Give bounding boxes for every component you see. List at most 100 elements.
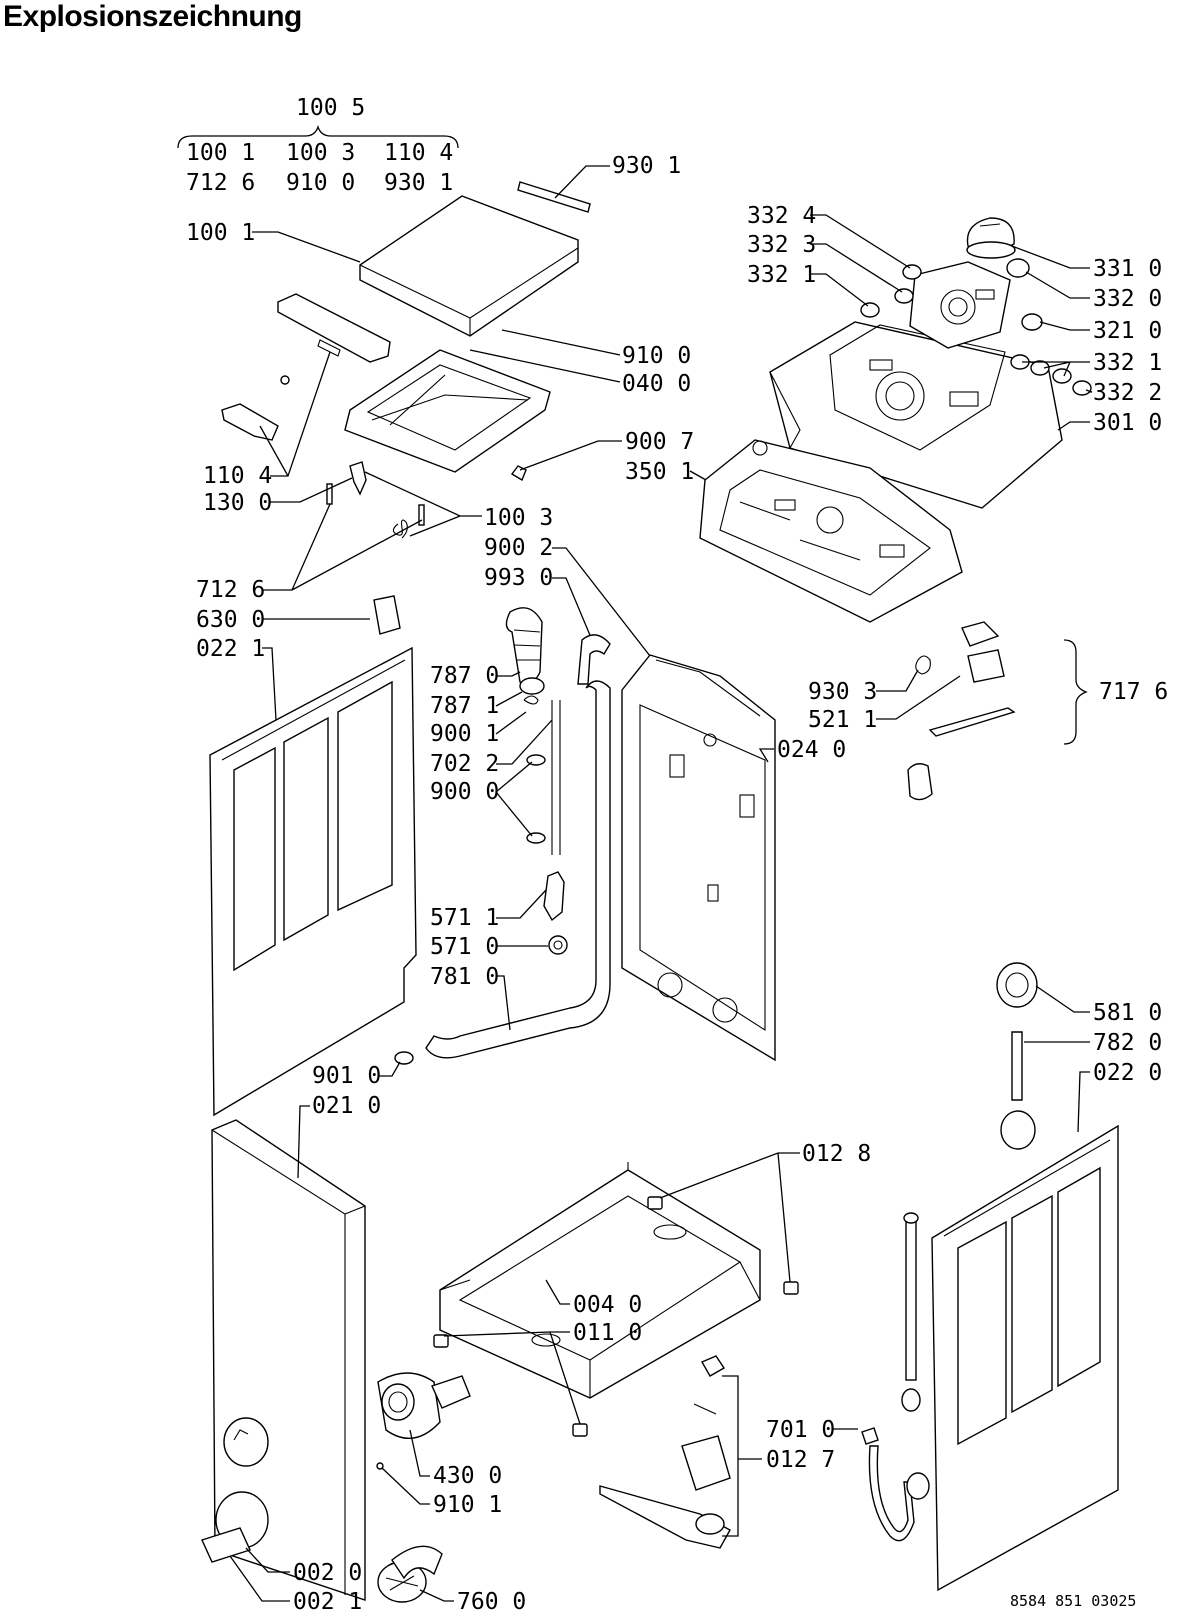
leader-930-3 bbox=[876, 669, 919, 692]
leader-993-0 bbox=[552, 577, 593, 641]
leader-910-0 bbox=[501, 329, 621, 356]
part-label-521-1: 521 1 bbox=[808, 707, 877, 733]
leader-022-0 bbox=[1077, 1071, 1090, 1133]
rear-panel-drawing bbox=[621, 654, 776, 1062]
screw-910-1-drawing bbox=[376, 1462, 384, 1470]
part-label-004-0: 004 0 bbox=[573, 1292, 642, 1318]
part-label-712-6: 712 6 bbox=[196, 577, 265, 603]
part-label-332-4: 332 4 bbox=[747, 203, 816, 229]
part-label-430-0: 430 0 bbox=[433, 1463, 502, 1489]
part-label-702-2: 702 2 bbox=[430, 751, 499, 777]
leader-571-1 bbox=[496, 889, 547, 919]
leader-760-0 bbox=[419, 1589, 454, 1602]
leader-301-0 bbox=[1057, 421, 1090, 431]
leader-040-0 bbox=[469, 349, 621, 383]
leader-110-4 bbox=[259, 351, 331, 477]
right-side-panel-drawing bbox=[931, 1124, 1119, 1592]
part-label-900-2: 900 2 bbox=[484, 535, 553, 561]
lid-frame-drawing bbox=[344, 349, 551, 473]
programme-knob-drawing bbox=[966, 217, 1016, 259]
label-strip-drawing bbox=[517, 181, 591, 213]
part-label-022-0: 022 0 bbox=[1093, 1060, 1162, 1086]
leader-332-1-right bbox=[1022, 361, 1090, 377]
group-brace bbox=[177, 124, 459, 149]
part-label-910-1: 910 1 bbox=[433, 1492, 502, 1518]
group-row2-col2: 910 0 bbox=[286, 170, 355, 196]
part-label-321-0: 321 0 bbox=[1093, 318, 1162, 344]
group-label: 100 5 bbox=[296, 95, 365, 121]
leader-521-1 bbox=[876, 675, 961, 720]
bottom-parts-drawing bbox=[599, 1355, 731, 1549]
leader-331-0 bbox=[1011, 245, 1090, 269]
part-label-900-0: 900 0 bbox=[430, 779, 499, 805]
part-label-930-1: 930 1 bbox=[612, 153, 681, 179]
leader-332-0 bbox=[1025, 271, 1090, 299]
part-label-011-0: 011 0 bbox=[573, 1320, 642, 1346]
part-label-910-0: 910 0 bbox=[622, 343, 691, 369]
base-frame-drawing bbox=[439, 1162, 761, 1399]
part-label-760-0: 760 0 bbox=[457, 1589, 526, 1612]
pump-571-drawing bbox=[394, 871, 568, 1065]
lid-drawing bbox=[359, 195, 579, 337]
part-label-012-8: 012 8 bbox=[802, 1141, 871, 1167]
part-label-717-6: 717 6 bbox=[1099, 679, 1168, 705]
inlet-hose-drawing bbox=[861, 1427, 930, 1542]
leader-332-4 bbox=[810, 214, 911, 269]
part-label-787-1: 787 1 bbox=[430, 693, 499, 719]
damper-581-drawing bbox=[996, 962, 1038, 1150]
feet-drawing bbox=[433, 1196, 799, 1437]
part-label-332-1-left: 332 1 bbox=[747, 262, 816, 288]
door-lock-717-drawing bbox=[907, 621, 1016, 801]
electronic-board-drawing bbox=[699, 439, 963, 623]
part-label-332-3: 332 3 bbox=[747, 232, 816, 258]
leader-900-7 bbox=[519, 440, 622, 471]
brace-012-7 bbox=[722, 1375, 739, 1537]
part-label-331-0: 331 0 bbox=[1093, 256, 1162, 282]
leader-900-2 bbox=[552, 547, 651, 657]
part-label-301-0: 301 0 bbox=[1093, 410, 1162, 436]
part-label-040-0: 040 0 bbox=[622, 371, 691, 397]
drawing-number: 8584 851 03025 bbox=[1010, 1592, 1136, 1610]
display-board-drawing bbox=[909, 261, 1011, 349]
filter-cover-drawing bbox=[201, 1491, 269, 1563]
part-label-900-1: 900 1 bbox=[430, 721, 499, 747]
filter-760-drawing bbox=[377, 1545, 443, 1603]
leader-712-6 bbox=[262, 503, 423, 591]
part-label-012-7: 012 7 bbox=[766, 1447, 835, 1473]
front-panel-drawing bbox=[211, 1119, 366, 1601]
leader-900-0 bbox=[495, 761, 533, 837]
leader-004-0 bbox=[545, 1279, 570, 1305]
part-label-787-0: 787 0 bbox=[430, 663, 499, 689]
leader-002-0 bbox=[245, 1547, 290, 1573]
leader-100-3 bbox=[364, 471, 482, 537]
part-label-900-7: 900 7 bbox=[625, 429, 694, 455]
leader-022-1 bbox=[262, 647, 277, 721]
leader-581-0 bbox=[1035, 985, 1090, 1013]
leader-012-8 bbox=[659, 1152, 800, 1283]
group-row1-col2: 100 3 bbox=[286, 140, 355, 166]
part-label-002-0: 002 0 bbox=[293, 1560, 362, 1586]
part-630-0-drawing bbox=[373, 595, 401, 635]
leader-930-1 bbox=[554, 165, 610, 199]
left-side-panel-drawing bbox=[209, 646, 417, 1117]
leader-781-0 bbox=[496, 975, 511, 1031]
leader-702-2 bbox=[496, 719, 553, 765]
leader-910-1 bbox=[381, 1467, 430, 1505]
group-row2-col1: 712 6 bbox=[186, 170, 255, 196]
leader-332-1-left bbox=[810, 273, 869, 307]
part-label-022-1: 022 1 bbox=[196, 636, 265, 662]
leader-002-1 bbox=[229, 1555, 290, 1602]
part-label-571-1: 571 1 bbox=[430, 905, 499, 931]
part-label-571-0: 571 0 bbox=[430, 934, 499, 960]
part-label-350-1: 350 1 bbox=[625, 459, 694, 485]
group-row2-col3: 930 1 bbox=[384, 170, 453, 196]
part-label-993-0: 993 0 bbox=[484, 565, 553, 591]
leader-430-0 bbox=[409, 1429, 430, 1477]
leader-787-0 bbox=[496, 671, 521, 677]
part-label-581-0: 581 0 bbox=[1093, 1000, 1162, 1026]
leader-100-1 bbox=[252, 231, 361, 263]
part-label-901-0: 901 0 bbox=[312, 1063, 381, 1089]
part-label-332-0: 332 0 bbox=[1093, 286, 1162, 312]
shock-absorber-drawing bbox=[901, 1212, 921, 1412]
